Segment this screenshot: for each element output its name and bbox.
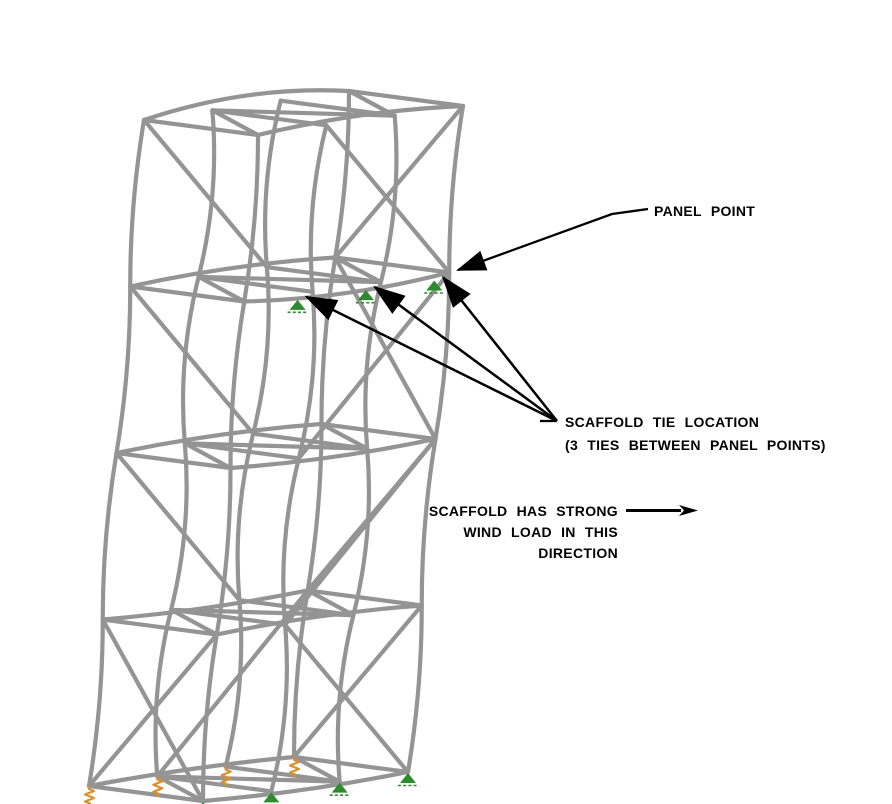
wind-load-label: SCAFFOLD HAS STRONG WIND LOAD IN THIS DI… (420, 501, 618, 564)
base-spring-supports (83, 756, 301, 804)
scaffold-tie-markers (287, 280, 445, 314)
wind-load-line1: SCAFFOLD HAS STRONG (428, 503, 618, 519)
tie-location-label: SCAFFOLD TIE LOCATION (3 TIES BETWEEN PA… (565, 411, 826, 457)
leader-arrows (304, 207, 649, 423)
wind-direction-arrow (626, 505, 698, 516)
wind-load-line2: WIND LOAD IN THIS (463, 524, 618, 540)
scaffold-structure (86, 88, 466, 804)
tie-location-line1: SCAFFOLD TIE LOCATION (565, 414, 760, 430)
wind-load-line3: DIRECTION (538, 545, 618, 561)
panel-point-label: PANEL POINT (654, 203, 756, 219)
tie-location-line2: (3 TIES BETWEEN PANEL POINTS) (565, 437, 826, 453)
